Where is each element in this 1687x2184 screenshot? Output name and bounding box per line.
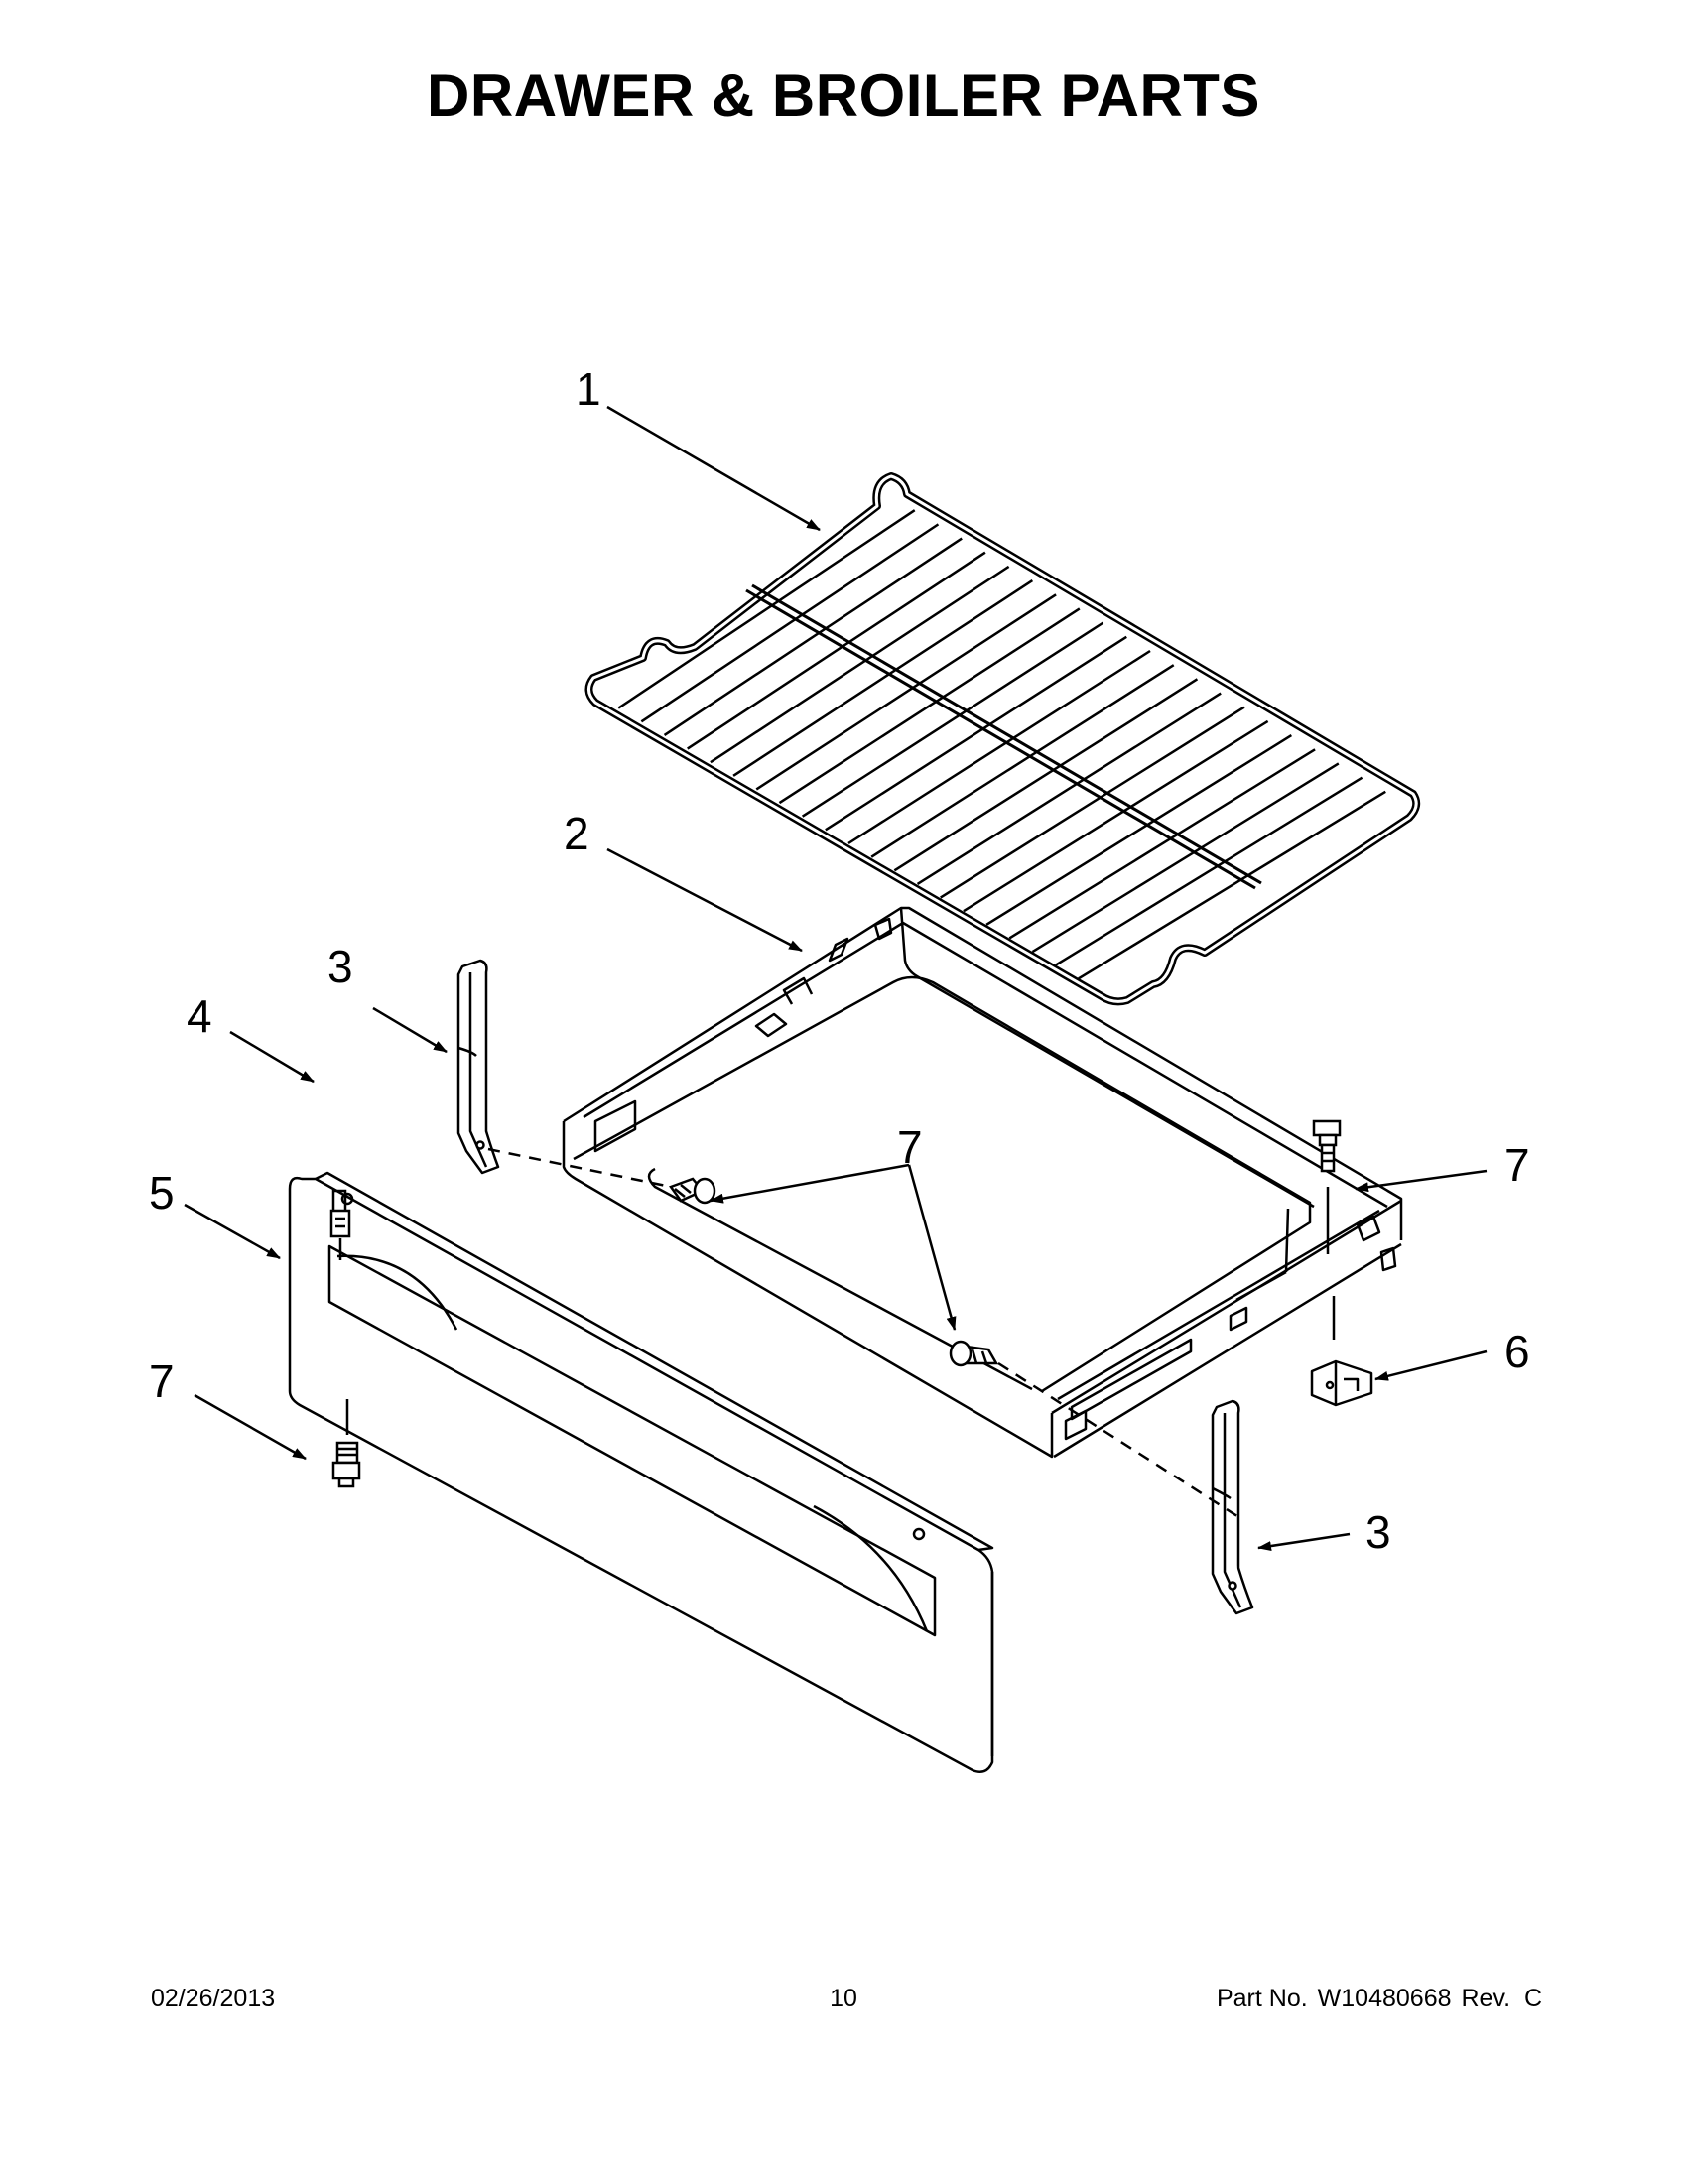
callout-7-screw-inside: 7 [897,1121,923,1173]
callout-1-rack: 1 [576,363,601,415]
callout-4-stop: 4 [187,990,212,1042]
callout-6-clip: 6 [1504,1326,1530,1377]
rack-wire [710,565,1010,764]
slide-alignment-lines [487,1147,1241,1520]
footer-part-number: Part No. W10480668 Rev. C [1207,1985,1542,2013]
rack-wire [893,678,1199,872]
rack-wire [985,734,1293,926]
rack-wire [825,635,1127,832]
callout-5-drawer-front: 5 [149,1167,175,1219]
drawer-front-panel [288,1171,994,1773]
rack-wire [847,649,1151,845]
drawer-clip [1310,1296,1373,1407]
broiler-rack [584,472,1421,1006]
rack-wire [940,706,1245,899]
rack-wire [687,551,986,750]
footer-date: 02/26/2013 [151,1985,276,2012]
drawer-slide-right [1211,1399,1254,1615]
part-label: Part No. [1216,1985,1308,2012]
rack-wire [617,509,916,709]
rack-wire [1031,762,1340,954]
part-number: W10480668 [1317,1985,1452,2012]
page-title: DRAWER & BROILER PARTS [427,63,1260,129]
screw-front-bottom [331,1399,361,1488]
rack-wire [640,523,940,723]
callout-arrows [184,405,1488,1551]
footer-page-number: 10 [830,1985,857,2012]
screw-top-right [1312,1119,1342,1254]
rack-wire [663,537,963,736]
revision: Rev. C [1461,1985,1543,2012]
rack-wire [732,579,1034,777]
rack-wire [1078,790,1386,980]
callout-7-screw-top-right: 7 [1504,1139,1530,1191]
rack-wire [1008,748,1316,940]
rack-wire [916,692,1222,885]
rack-wire [963,719,1269,913]
rack-wire [870,664,1175,858]
callout-2-drawer-body: 2 [564,808,589,859]
rack-wire [778,607,1081,805]
rack-wire [755,593,1057,791]
callout-7-screw-front-bottom: 7 [149,1355,175,1407]
drawer-body [562,906,1403,1459]
rack-wire [1054,776,1363,966]
screw-inside-right [949,1340,999,1367]
callout-3-slide-right: 3 [1365,1506,1391,1558]
callout-3-slide-left: 3 [327,941,353,992]
screw-inside-left [669,1177,716,1205]
rack-wire [801,621,1104,818]
drawer-slide-left [456,959,500,1175]
